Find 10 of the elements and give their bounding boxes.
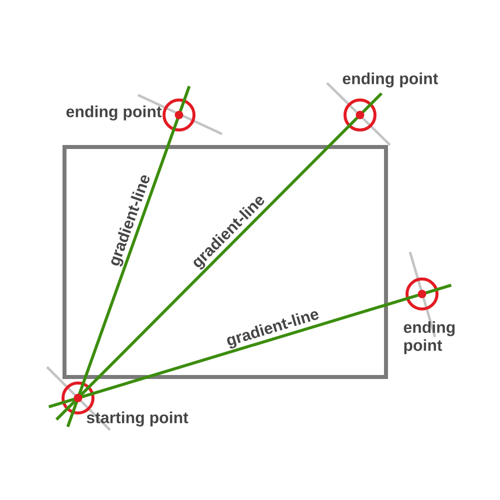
point-marker [406, 278, 438, 310]
point-marker [344, 98, 376, 132]
point-label: ending point [66, 106, 162, 120]
point-label: ending point [342, 72, 438, 88]
line [48, 284, 452, 408]
point-label: starting point [86, 412, 188, 426]
line [55, 92, 383, 421]
line [66, 86, 191, 428]
point-marker [162, 98, 196, 132]
point-label: ending point [404, 321, 455, 354]
